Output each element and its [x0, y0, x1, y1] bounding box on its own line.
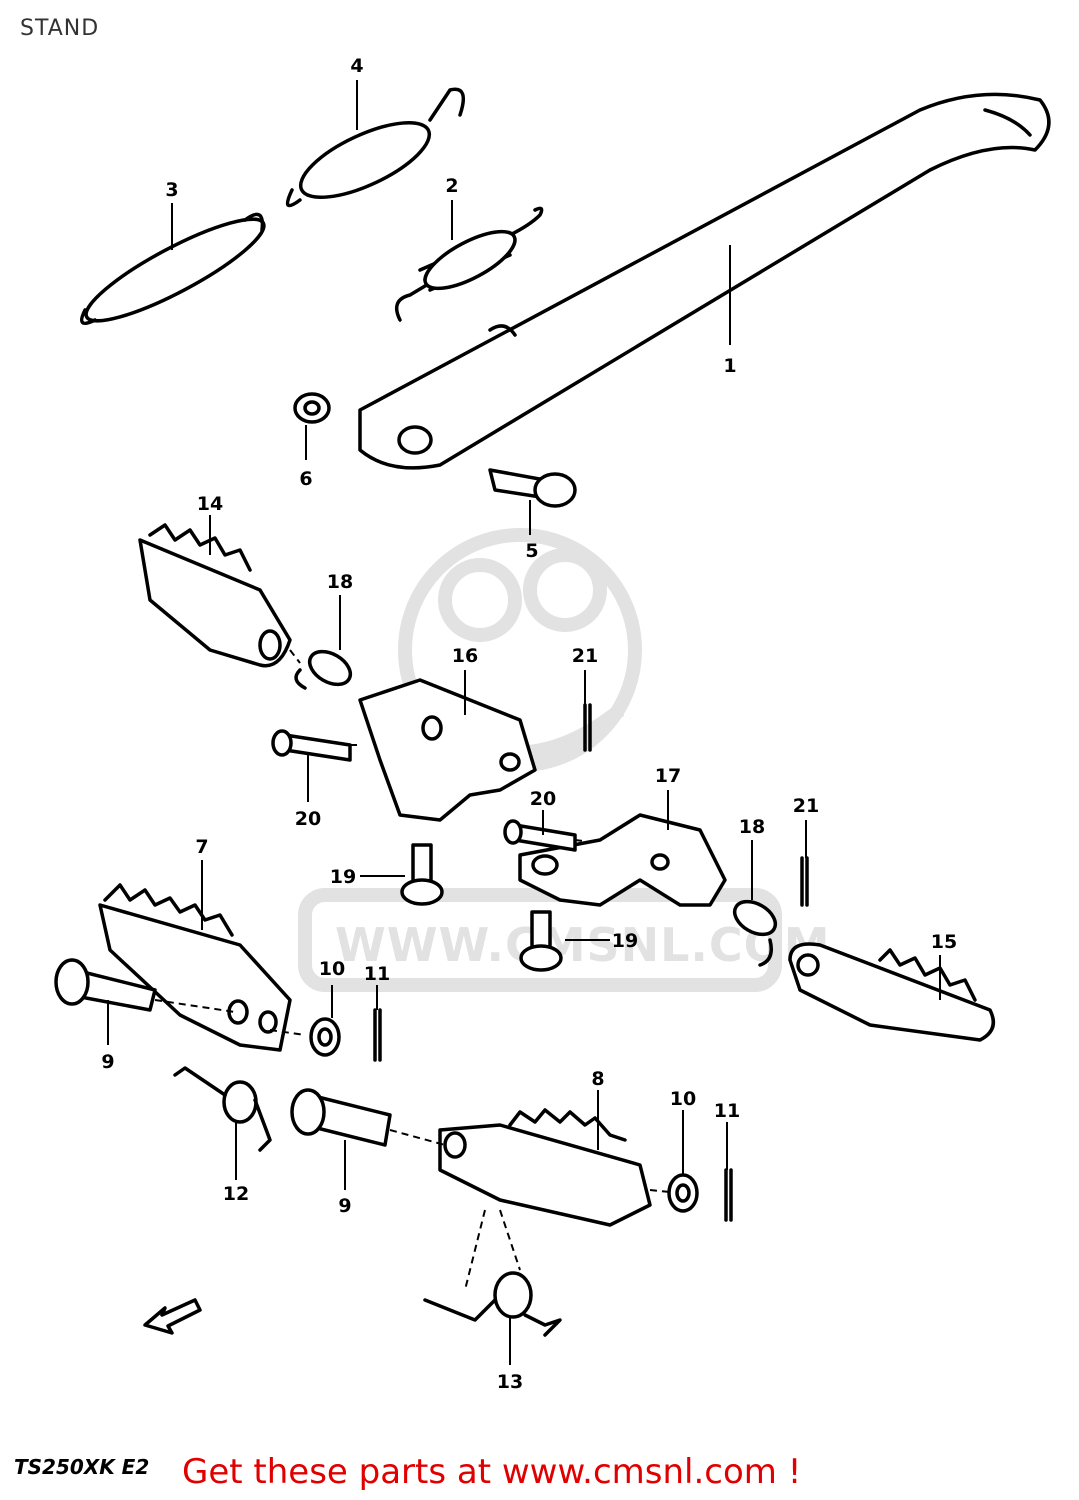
callout-11-right: 11 — [714, 1100, 740, 1122]
spring-long — [79, 212, 266, 326]
callout-19-upper: 19 — [330, 866, 356, 888]
footrest-rear-left — [138, 523, 292, 668]
cotter-pin-11-left — [373, 1008, 382, 1062]
direction-arrow-icon — [143, 1298, 202, 1335]
callout-10-right: 10 — [670, 1088, 696, 1110]
torsion-spring-13 — [423, 1271, 562, 1337]
footrest-front-right — [438, 1108, 652, 1227]
callout-21-upper: 21 — [572, 645, 598, 667]
footrest-bracket-left — [358, 678, 537, 822]
side-stand — [358, 92, 1051, 470]
model-code: TS250XK E2 — [14, 1455, 150, 1479]
callout-12: 12 — [223, 1183, 249, 1205]
cotter-pin-21-upper — [583, 703, 592, 752]
leader-lines — [107, 80, 941, 1365]
callout-20-right: 20 — [530, 788, 556, 810]
callout-13: 13 — [497, 1371, 523, 1393]
callout-1: 1 — [723, 355, 736, 377]
callout-9-left: 9 — [101, 1051, 114, 1073]
spring-small — [394, 206, 544, 322]
stand-nut — [293, 392, 331, 424]
washer-10-right — [667, 1173, 699, 1213]
callout-3: 3 — [165, 179, 178, 201]
callout-20-left: 20 — [295, 808, 321, 830]
pin-right — [503, 819, 577, 852]
callout-17: 17 — [655, 765, 681, 787]
callout-18-left: 18 — [327, 571, 353, 593]
callout-labels: 1 2 3 4 5 6 7 8 9 9 10 10 11 11 12 13 14… — [101, 55, 957, 1393]
callout-6: 6 — [299, 468, 312, 490]
footrest-front-left — [98, 883, 292, 1052]
assembly-lines — [154, 649, 671, 1291]
stand-bolt — [488, 468, 577, 508]
pin-left — [271, 729, 352, 762]
callout-21-right: 21 — [793, 795, 819, 817]
callout-7: 7 — [195, 836, 208, 858]
callout-10-left: 10 — [319, 958, 345, 980]
parts-banner-link[interactable]: Get these parts at www.cmsnl.com ! — [182, 1452, 802, 1492]
footrest-bracket-right — [518, 813, 727, 907]
callout-5: 5 — [525, 540, 538, 562]
callout-2: 2 — [445, 175, 458, 197]
footrest-rear-right — [788, 942, 996, 1042]
torsion-spring-12 — [173, 1066, 272, 1152]
bolt-19-upper — [400, 843, 444, 906]
washer-10-left — [309, 1017, 341, 1057]
callout-15: 15 — [931, 931, 957, 953]
callout-16: 16 — [452, 645, 478, 667]
cotter-pin-11-right — [724, 1168, 733, 1222]
footrest-spring-right — [732, 899, 778, 967]
bolt-19-lower — [519, 910, 563, 972]
pin-9-left — [54, 958, 157, 1012]
callout-11-left: 11 — [364, 963, 390, 985]
callout-9-right: 9 — [338, 1195, 351, 1217]
callout-4: 4 — [350, 55, 363, 77]
pin-9-right — [290, 1088, 392, 1147]
callout-18-right: 18 — [739, 816, 765, 838]
callout-19-lower: 19 — [612, 930, 638, 952]
cotter-pin-21-right — [800, 856, 809, 907]
spring-top — [285, 87, 466, 208]
callout-14: 14 — [197, 493, 223, 515]
footrest-spring-left — [294, 649, 353, 690]
callout-8: 8 — [591, 1068, 604, 1090]
diagram-title: STAND — [20, 16, 100, 41]
